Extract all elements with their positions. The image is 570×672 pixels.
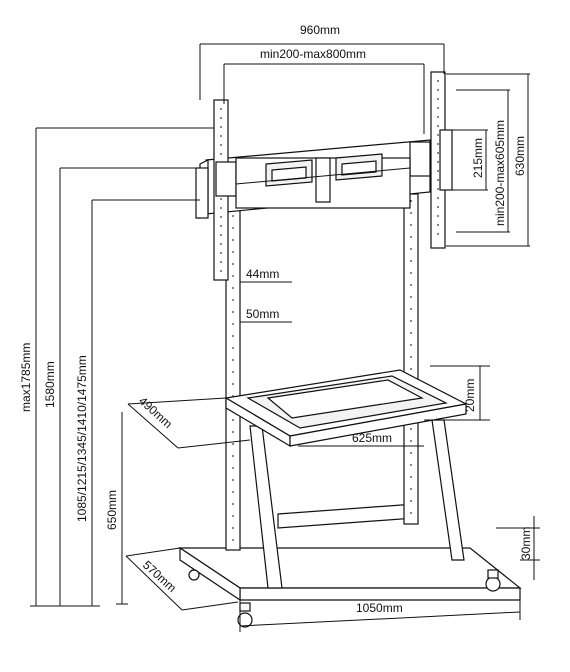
dimension-lines [30,43,540,632]
label-adjust-heights: 1085/1215/1345/1410/1475mm [75,355,89,522]
label-base-depth: 570mm [140,558,179,595]
label-base-width: 1050mm [356,601,403,615]
label-vesa-vertical: min200-max605mm [493,120,507,226]
label-shelf-height: 650mm [105,490,119,530]
label-hole-pitch-44: 44mm [246,267,279,281]
label-bracket-height: 630mm [513,136,527,176]
label-base-height: 30mm [519,527,533,560]
shelf-tray [224,369,468,448]
label-vesa-horizontal: min200-max800mm [260,47,366,61]
uprights [225,193,419,551]
label-overall-width: 960mm [300,23,340,37]
label-hole-pitch-50: 50mm [246,307,279,321]
label-shelf-width: 625mm [352,431,392,445]
mounting-frame [195,71,453,281]
tv-stand-drawing [178,71,522,628]
label-shelf-lip: 20mm [463,379,477,412]
label-plate-height: 215mm [471,138,485,178]
shelf-legs [249,419,465,589]
dimension-labels: 960mm min200-max800mm 630mm min200-max60… [19,23,533,615]
base-platform [178,546,522,602]
label-max-height: max1785mm [19,343,33,412]
label-shelf-depth: 490mm [136,394,175,431]
label-height-1580: 1580mm [43,361,57,408]
